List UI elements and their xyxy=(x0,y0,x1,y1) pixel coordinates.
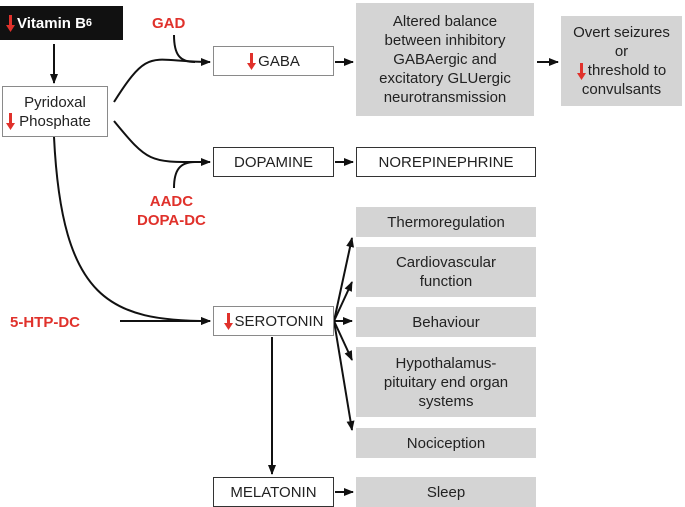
melatonin-box: MELATONIN xyxy=(213,477,334,507)
red-down-arrow-icon xyxy=(223,312,233,330)
thermoregulation-box: Thermoregulation xyxy=(356,207,536,237)
behaviour-box: Behaviour xyxy=(356,307,536,337)
overt-seizures-line-3: threshold to xyxy=(573,61,670,80)
serotonin-label: SEROTONIN xyxy=(234,312,324,330)
arrow-plp-to-dopamine xyxy=(113,120,211,167)
arrow-serotonin-to-hypothalamus xyxy=(333,320,353,361)
enzyme-aadc: AADC DOPA-DC xyxy=(137,192,206,230)
red-down-arrow-icon xyxy=(6,14,15,32)
pyridoxal-label: Pyridoxal xyxy=(24,93,86,111)
red-down-arrow-icon xyxy=(247,52,257,70)
norepinephrine-box: NOREPINEPHRINE xyxy=(356,147,536,177)
cardiovascular-line-1: Cardiovascular xyxy=(395,254,497,271)
altered-balance-line-2: between inhibitory xyxy=(384,32,506,49)
aadc-join xyxy=(173,161,196,189)
overt-seizures-line-2: or xyxy=(614,43,629,60)
overt-seizures-box: Overt seizures or threshold to convulsan… xyxy=(561,16,682,106)
nociception-box: Nociception xyxy=(356,428,536,458)
enzyme-dopa-dc-label: DOPA-DC xyxy=(137,212,206,229)
enzyme-aadc-label: AADC xyxy=(149,193,194,210)
enzyme-gad: GAD xyxy=(152,15,186,32)
arrow-serotonin-to-thermoregulation xyxy=(333,237,355,322)
red-down-arrow-icon xyxy=(576,62,586,80)
threshold-label: threshold to xyxy=(587,62,667,79)
hypothalamus-line-1: Hypothalamus- xyxy=(395,354,497,372)
enzyme-5-htp-dc: 5-HTP-DC xyxy=(10,314,80,331)
altered-balance-line-5: neurotransmission xyxy=(383,89,507,106)
sleep-box: Sleep xyxy=(356,477,536,507)
dopamine-box: DOPAMINE xyxy=(213,147,334,177)
serotonin-box: SEROTONIN xyxy=(213,306,334,336)
arrow-serotonin-to-nociception xyxy=(333,320,355,431)
cardiovascular-line-2: function xyxy=(419,273,473,290)
cardiovascular-box: Cardiovascular function xyxy=(356,247,536,297)
altered-balance-box: Altered balance between inhibitory GABAe… xyxy=(356,3,534,116)
arrow-plp-to-gaba xyxy=(113,57,211,103)
altered-balance-line-1: Altered balance xyxy=(392,13,498,30)
hypothalamus-box: Hypothalamus- pituitary end organ system… xyxy=(356,347,536,417)
hypothalamus-line-2: pituitary end organ xyxy=(383,373,509,391)
arrow-plp-to-serotonin xyxy=(53,136,211,325)
gaba-box: GABA xyxy=(213,46,334,76)
vitamin-b6-label: Vitamin B xyxy=(17,14,86,32)
vitamin-b6-subscript: 6 xyxy=(85,16,93,29)
altered-balance-line-4: excitatory GLUergic xyxy=(379,70,511,87)
phosphate-label: Phosphate xyxy=(19,112,91,130)
pyridoxal-phosphate-box: Pyridoxal Phosphate xyxy=(2,86,108,137)
gad-join xyxy=(173,34,196,63)
gaba-label: GABA xyxy=(258,52,300,70)
overt-seizures-line-4: convulsants xyxy=(581,81,662,98)
hypothalamus-line-3: systems xyxy=(418,392,474,410)
red-down-arrow-icon xyxy=(6,113,15,130)
overt-seizures-line-1: Overt seizures xyxy=(573,24,670,41)
arrow-serotonin-to-cardiovascular xyxy=(333,281,353,322)
altered-balance-line-3: GABAergic and xyxy=(393,51,497,68)
